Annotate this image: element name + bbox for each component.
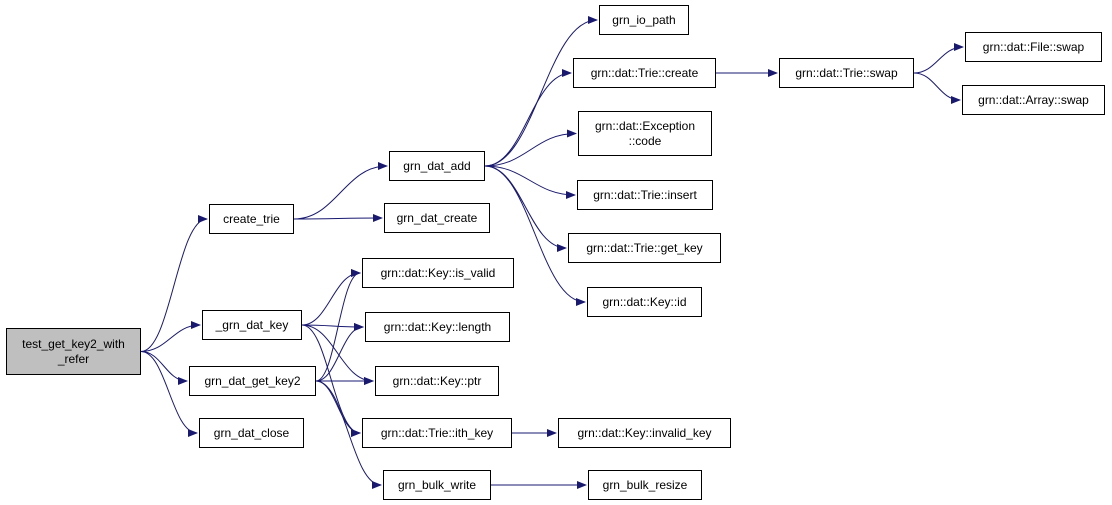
- call-edge: [140, 321, 201, 352]
- node-label: grn::dat::Trie::get_key: [586, 240, 703, 255]
- call-edge: [484, 165, 586, 306]
- node-label-line: ::code: [628, 133, 662, 148]
- node-label: grn::dat::Key::ptr: [392, 373, 482, 388]
- call-edge: [315, 323, 364, 382]
- node-trie-create[interactable]: grn::dat::Trie::create: [573, 58, 716, 88]
- node-grn-dat-get-key2[interactable]: grn_dat_get_key2: [189, 366, 316, 396]
- node-array-swap[interactable]: grn::dat::Array::swap: [962, 85, 1105, 115]
- call-edge: [140, 351, 188, 385]
- call-edge: [484, 16, 598, 167]
- call-edge: [301, 324, 374, 385]
- node-grn-bulk-write[interactable]: grn_bulk_write: [383, 470, 491, 500]
- node-label: grn::dat::Trie::swap: [795, 65, 898, 80]
- node-key-is-valid[interactable]: grn::dat::Key::is_valid: [362, 258, 514, 288]
- node-file-swap[interactable]: grn::dat::File::swap: [965, 32, 1102, 62]
- node-test-get-key2-with-refer: test_get_key2_with _refer: [6, 328, 141, 375]
- node-label: grn::dat::Key::is_valid: [380, 265, 496, 280]
- call-edge: [315, 269, 361, 382]
- node-label: grn::dat::Key::invalid_key: [577, 425, 712, 440]
- node-label: grn_dat_add: [403, 158, 471, 173]
- node-label: grn_bulk_resize: [602, 477, 688, 492]
- node-trie-ith-key[interactable]: grn::dat::Trie::ith_key: [362, 418, 512, 448]
- call-edge: [293, 162, 388, 220]
- node-exception-code[interactable]: grn::dat::Exception ::code: [578, 111, 712, 156]
- node-key-length[interactable]: grn::dat::Key::length: [365, 312, 510, 342]
- node-label: create_trie: [223, 211, 280, 226]
- node-label: grn::dat::Trie::create: [590, 65, 699, 80]
- node-grn-io-path[interactable]: grn_io_path: [599, 5, 689, 35]
- node-grn-dat-create[interactable]: grn_dat_create: [384, 203, 490, 233]
- node-label: grn_dat_get_key2: [204, 373, 301, 388]
- node-label: grn::dat::Key::length: [383, 319, 492, 334]
- node-key-id[interactable]: grn::dat::Key::id: [587, 287, 702, 317]
- node-trie-get-key[interactable]: grn::dat::Trie::get_key: [568, 233, 721, 263]
- call-edge: [484, 69, 572, 167]
- node-label: grn::dat::Array::swap: [978, 92, 1089, 107]
- node-grn-dat-close[interactable]: grn_dat_close: [199, 418, 304, 448]
- call-edge: [913, 72, 961, 104]
- call-edge: [484, 165, 576, 199]
- call-edge: [913, 43, 964, 74]
- call-edge: [140, 351, 198, 437]
- node-create-trie[interactable]: create_trie: [209, 204, 294, 234]
- call-edge: [301, 324, 361, 437]
- node-label: grn::dat::Key::id: [602, 294, 687, 309]
- call-edge: [315, 380, 382, 489]
- node-label: grn_io_path: [612, 12, 676, 27]
- node-key-ptr[interactable]: grn::dat::Key::ptr: [375, 366, 499, 396]
- node-label: _grn_dat_key: [215, 317, 289, 332]
- call-edge: [315, 380, 361, 437]
- node-label: grn_dat_close: [213, 425, 290, 440]
- node-label: grn_dat_create: [396, 210, 478, 225]
- call-edge: [140, 215, 208, 352]
- node-trie-swap[interactable]: grn::dat::Trie::swap: [779, 58, 914, 88]
- node-label: grn::dat::File::swap: [982, 39, 1085, 54]
- node-trie-insert[interactable]: grn::dat::Trie::insert: [577, 180, 713, 210]
- call-edge: [293, 214, 383, 223]
- node-label: grn::dat::Trie::insert: [593, 187, 697, 202]
- call-edge: [484, 129, 577, 167]
- node-grn-dat-add[interactable]: grn_dat_add: [389, 151, 485, 181]
- node-label-line: test_get_key2_with: [22, 336, 125, 351]
- node-label: grn_bulk_write: [397, 477, 477, 492]
- node-grn-dat-key-internal[interactable]: _grn_dat_key: [202, 310, 302, 340]
- node-key-invalid-key[interactable]: grn::dat::Key::invalid_key: [558, 418, 731, 448]
- node-label-line: _refer: [57, 351, 90, 366]
- node-grn-bulk-resize[interactable]: grn_bulk_resize: [588, 470, 702, 500]
- node-label-line: grn::dat::Exception: [594, 118, 696, 133]
- node-label: grn::dat::Trie::ith_key: [380, 425, 494, 440]
